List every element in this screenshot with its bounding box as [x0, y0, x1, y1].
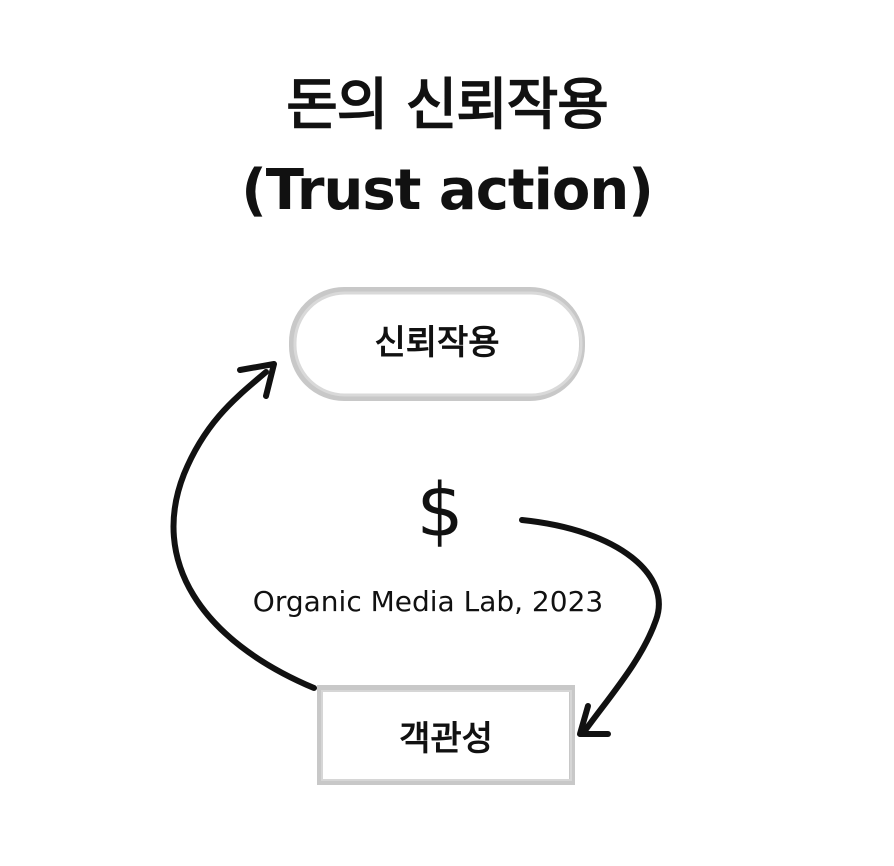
top-node-box-sketch	[293, 291, 583, 397]
dollar-symbol: $	[416, 468, 464, 554]
top-node-label: 신뢰작용	[374, 323, 500, 363]
title-line-korean: 돈의 신뢰작용	[286, 73, 609, 138]
bottom-node-box-sketch	[321, 690, 572, 781]
right-arrow-curve	[519, 517, 662, 735]
title-line-english: (Trust action)	[241, 158, 654, 223]
bottom-node-label: 객관성	[399, 719, 493, 759]
left-arrow-curve	[170, 369, 317, 691]
right-arrow-head	[577, 703, 611, 737]
credit-text: Organic Media Lab, 2023	[252, 585, 604, 618]
left-arrow-head	[237, 361, 277, 399]
